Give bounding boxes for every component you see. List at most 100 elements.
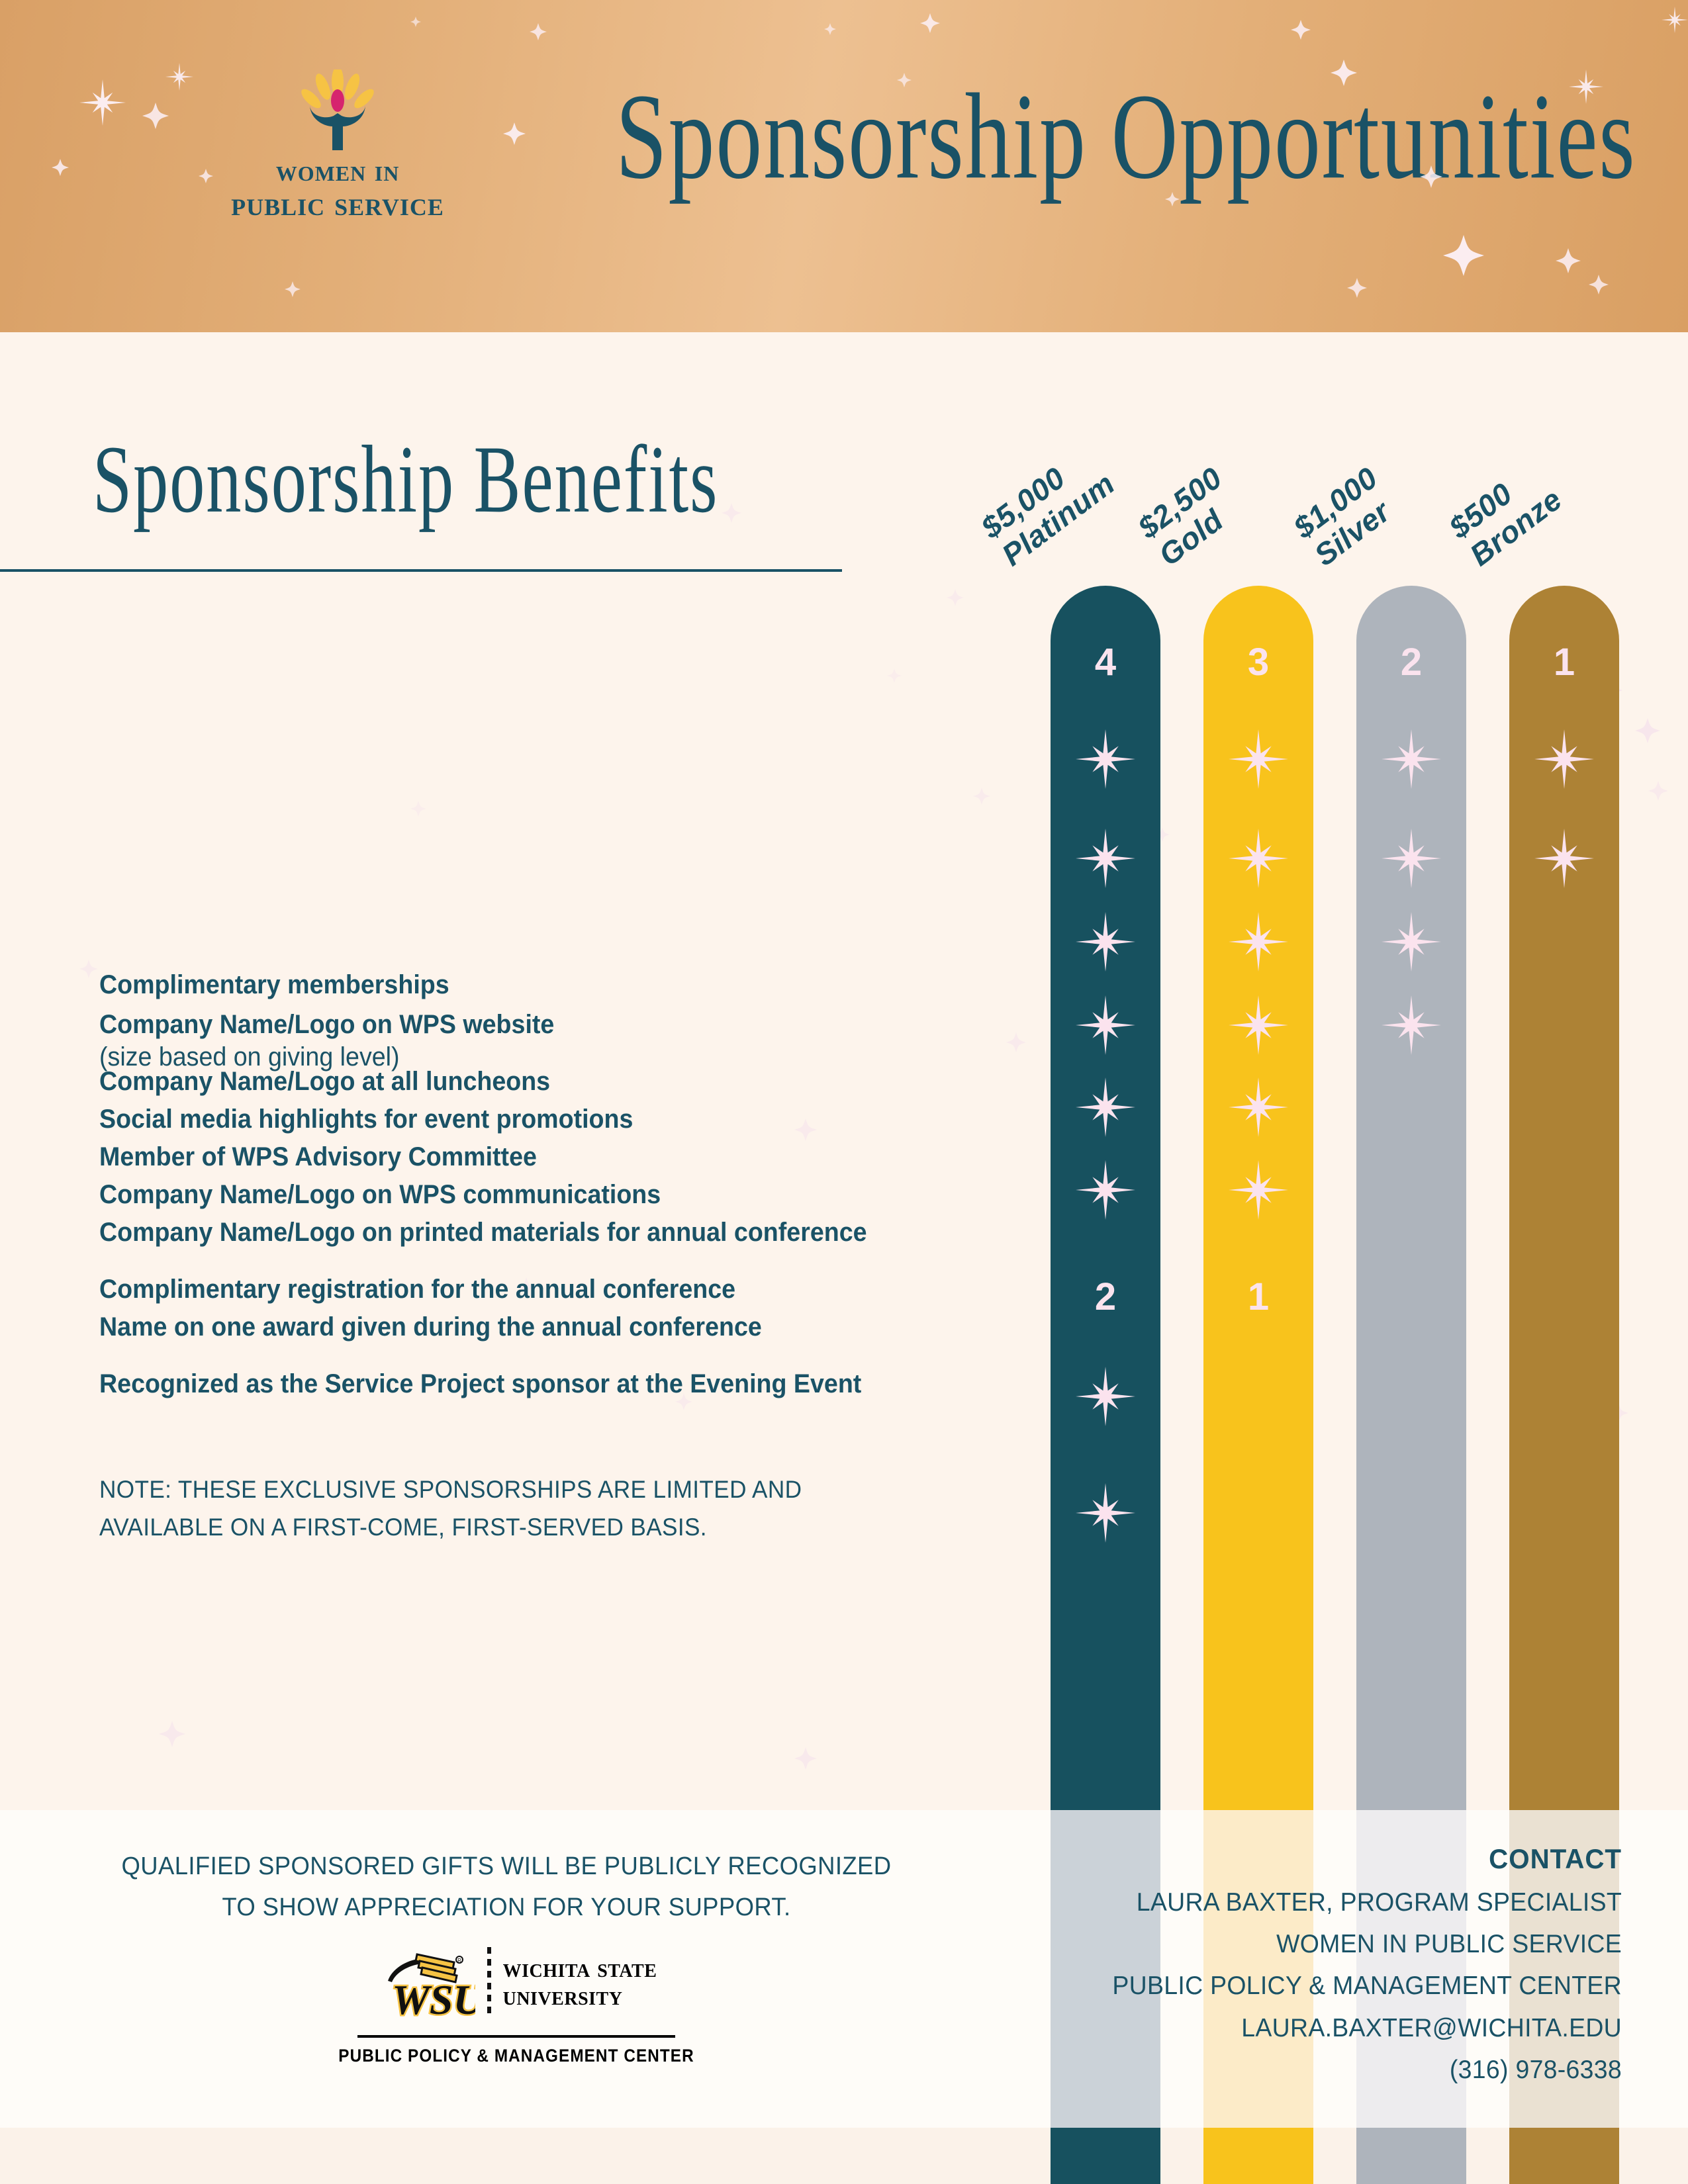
benefit-included-star-icon [1051, 1483, 1160, 1543]
wsu-center-name: PUBLIC POLICY & MANAGEMENT CENTER [338, 2046, 694, 2066]
benefit-included-star-icon [1509, 829, 1619, 888]
bottom-bar-platinum [1051, 2128, 1160, 2184]
benefit-label: Company Name/Logo at all luncheons [99, 1067, 551, 1096]
benefit-count-value: 1 [1203, 1278, 1313, 1316]
benefit-row-6: Company Name/Logo on printed materials f… [99, 1216, 927, 1249]
wsu-name-line2: University [502, 1981, 623, 2011]
wsu-divider-dots-icon [487, 1947, 491, 2013]
benefit-label: Company Name/Logo on WPS website [99, 1010, 555, 1039]
decorative-sparkle-icon [410, 17, 421, 27]
benefit-count-value: 2 [1051, 1278, 1160, 1316]
benefit-label: Social media highlights for event promot… [99, 1105, 633, 1134]
benefit-count-value: 4 [1051, 643, 1160, 682]
benefit-label: Name on one award given during the annua… [99, 1312, 762, 1342]
benefit-row-9: Recognized as the Service Project sponso… [99, 1368, 927, 1400]
benefit-label: Company Name/Logo on WPS communications [99, 1180, 661, 1209]
benefit-count: 2 [1094, 1275, 1117, 1318]
benefit-count: 3 [1247, 641, 1270, 684]
decorative-sparkle-icon [1347, 278, 1367, 298]
benefit-count-value: 2 [1356, 643, 1466, 682]
decorative-sparkle-icon [1556, 248, 1581, 273]
benefit-row-1: Company Name/Logo on WPS website (size ba… [99, 1009, 927, 1073]
tier-bar-bronze [1509, 586, 1619, 1810]
benefit-row-7: Complimentary registration for the annua… [99, 1273, 927, 1306]
bottom-bar-gold [1203, 2128, 1313, 2184]
contact-title: CONTACT [1489, 1843, 1622, 1874]
wps-logo-line1: Women in [275, 154, 400, 187]
recognition-line-1: QUALIFIED SPONSORED GIFTS WILL BE PUBLIC… [121, 1852, 892, 1880]
section-title-divider [0, 569, 842, 572]
benefit-count: 2 [1400, 641, 1423, 684]
benefit-row-5: Company Name/Logo on WPS communications [99, 1179, 927, 1211]
benefit-count-value: 1 [1509, 643, 1619, 682]
decorative-sparkle-icon [285, 281, 301, 297]
decorative-sparkle-icon [920, 13, 940, 33]
footer-bar-gold [1203, 1810, 1313, 2128]
contact-name: LAURA BAXTER, PROGRAM SPECIALIST [1136, 1888, 1622, 1917]
wps-logo-mark [301, 69, 374, 150]
page-footer: QUALIFIED SPONSORED GIFTS WILL BE PUBLIC… [0, 1810, 1688, 2128]
benefit-row-3: Social media highlights for event promot… [99, 1103, 927, 1136]
benefit-row-8: Name on one award given during the annua… [99, 1311, 927, 1343]
benefit-included-star-icon [1051, 1077, 1160, 1137]
contact-org: WOMEN IN PUBLIC SERVICE [1276, 1930, 1622, 1959]
availability-note: NOTE: THESE EXCLUSIVE SPONSORSHIPS ARE L… [99, 1476, 802, 1541]
benefit-included-star-icon [1203, 912, 1313, 972]
decorative-sparkle-icon [824, 23, 836, 35]
benefit-row-4: Member of WPS Advisory Committee [99, 1141, 927, 1173]
decorative-sparkle-icon [165, 63, 193, 91]
section-title: Sponsorship Benefits [93, 426, 719, 533]
benefit-sublabel: (size based on giving level) [99, 1042, 400, 1071]
benefit-count-value: 3 [1203, 643, 1313, 682]
decorative-sparkle-icon [1443, 235, 1484, 276]
benefit-label: Complimentary registration for the annua… [99, 1275, 736, 1304]
decorative-sparkle-icon [52, 159, 69, 176]
footer-bar-silver [1356, 1810, 1466, 2128]
benefit-included-star-icon [1051, 1367, 1160, 1426]
tier-bar-silver [1356, 586, 1466, 1810]
wps-logo: Women in Public Service [222, 69, 453, 223]
svg-text:WSU: WSU [392, 1976, 475, 2022]
footer-bar-platinum [1051, 1810, 1160, 2128]
benefit-included-star-icon [1203, 829, 1313, 888]
decorative-sparkle-icon [1291, 20, 1311, 40]
decorative-sparkle-icon [530, 23, 547, 40]
benefit-included-star-icon [1356, 829, 1466, 888]
contact-phone[interactable]: (316) 978-6338 [1449, 2055, 1622, 2084]
benefit-included-star-icon [1203, 729, 1313, 789]
recognition-text: QUALIFIED SPONSORED GIFTS WILL BE PUBLIC… [84, 1846, 929, 1928]
benefit-included-star-icon [1051, 829, 1160, 888]
benefit-label: Company Name/Logo on printed materials f… [99, 1218, 867, 1247]
decorative-sparkle-icon [503, 122, 526, 145]
benefit-label: Recognized as the Service Project sponso… [99, 1369, 862, 1398]
decorative-sparkle-icon [1662, 7, 1688, 33]
benefit-included-star-icon [1051, 995, 1160, 1055]
wps-logo-line2: Public Service [231, 185, 444, 224]
contact-block: CONTACT LAURA BAXTER, PROGRAM SPECIALIST… [955, 1837, 1622, 2091]
wsu-logo: R WSU Wichita State U [311, 1942, 722, 2066]
benefit-count: 1 [1247, 1275, 1270, 1318]
benefit-label: Complimentary memberships [99, 970, 449, 999]
benefit-count: 1 [1553, 641, 1575, 684]
decorative-sparkle-icon [79, 79, 126, 126]
benefit-included-star-icon [1051, 1160, 1160, 1220]
bottom-bar-silver [1356, 2128, 1466, 2184]
footer-bar-bronze [1509, 1810, 1619, 2128]
benefit-included-star-icon [1203, 1077, 1313, 1137]
benefit-row-0: Complimentary memberships [99, 969, 927, 1001]
page-header: Women in Public Service Sponsorship Oppo… [0, 0, 1688, 332]
wsu-divider [357, 2035, 675, 2038]
benefit-label: Member of WPS Advisory Committee [99, 1142, 537, 1171]
contact-center: PUBLIC POLICY & MANAGEMENT CENTER [1112, 1972, 1622, 2001]
benefit-included-star-icon [1051, 729, 1160, 789]
benefit-included-star-icon [1356, 912, 1466, 972]
contact-email[interactable]: LAURA.BAXTER@WICHITA.EDU [1241, 2013, 1622, 2042]
decorative-sparkle-icon [199, 169, 213, 183]
benefit-row-2: Company Name/Logo at all luncheons [99, 1066, 927, 1098]
svg-text:R: R [457, 1958, 461, 1964]
